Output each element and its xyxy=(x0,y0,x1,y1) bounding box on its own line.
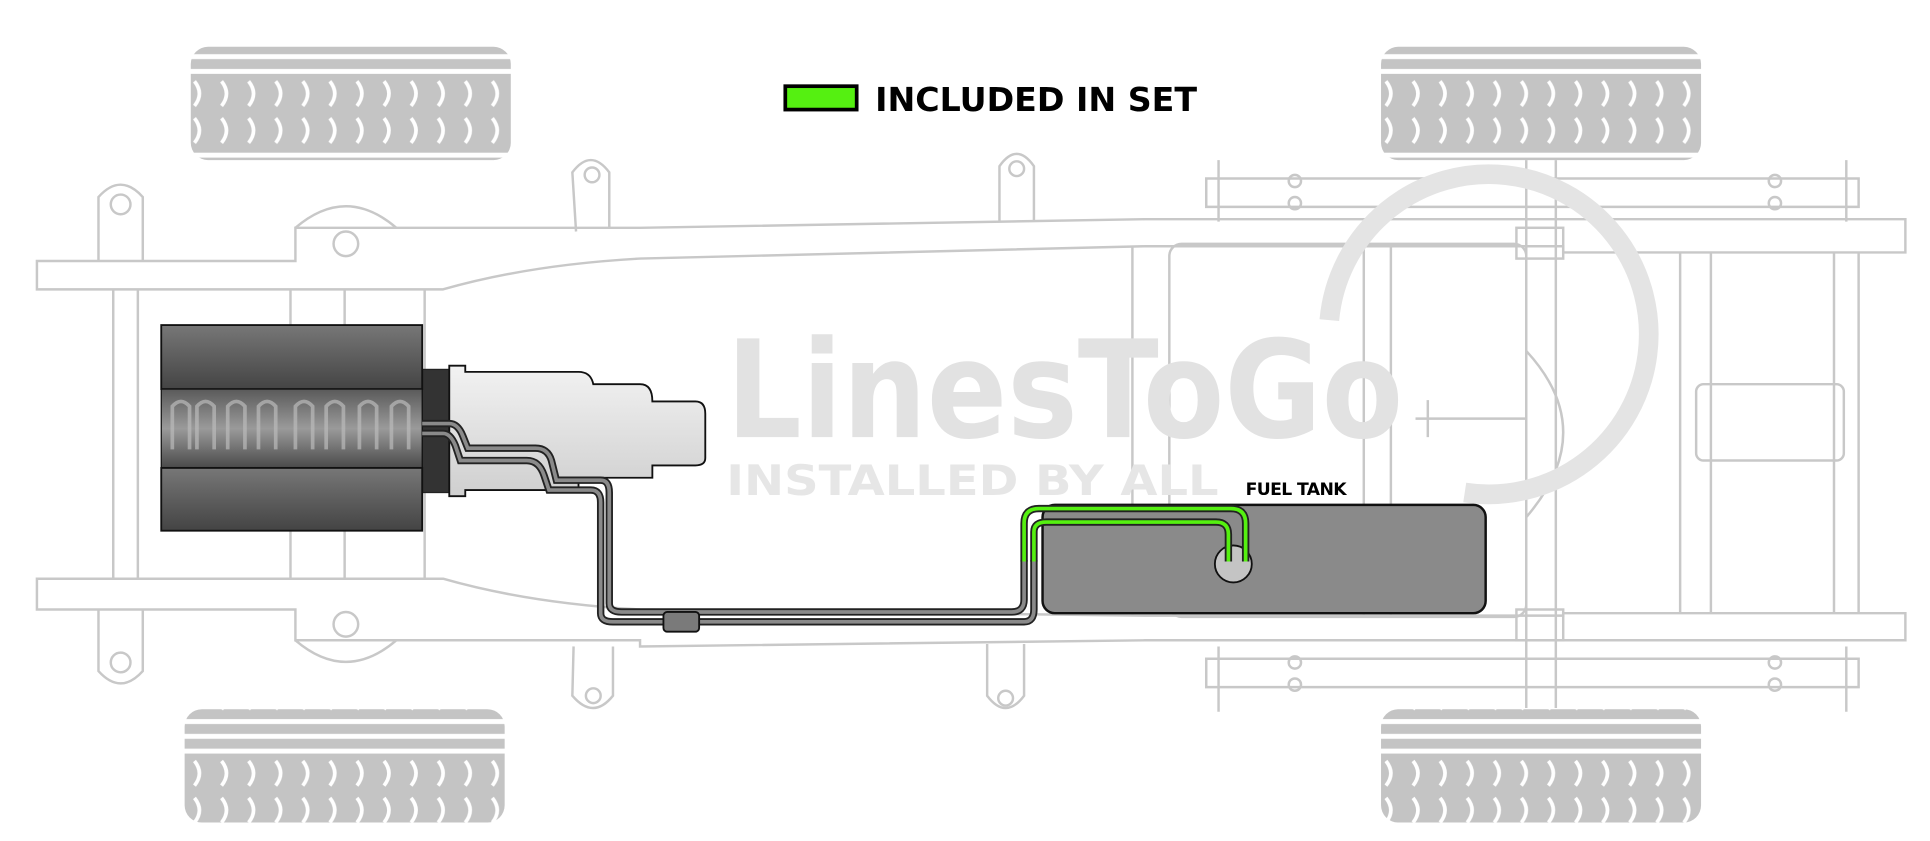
watermark-brand: LinesToGo xyxy=(726,311,1403,469)
watermark-tagline: INSTALLED BY ALL xyxy=(726,456,1218,505)
legend-swatch xyxy=(783,84,859,112)
fuel-tank-label: FUEL TANK xyxy=(1246,480,1348,500)
tire-rear-right-bottom xyxy=(1381,709,1702,823)
tire-rear-right-top xyxy=(1381,46,1702,161)
tire-front-left-bottom xyxy=(184,709,505,823)
included-fuel-lines xyxy=(1020,504,1250,562)
engine xyxy=(160,324,450,532)
fuel-tank: FUEL TANK xyxy=(1041,480,1487,615)
legend: INCLUDED IN SET xyxy=(783,80,1197,119)
tire-front-left-top xyxy=(190,46,511,161)
existing-fuel-lines xyxy=(422,419,1038,626)
legend-label: INCLUDED IN SET xyxy=(875,80,1197,119)
watermark-logo: LinesToGo INSTALLED BY ALL xyxy=(726,164,1659,505)
fuel-filter xyxy=(662,611,701,633)
